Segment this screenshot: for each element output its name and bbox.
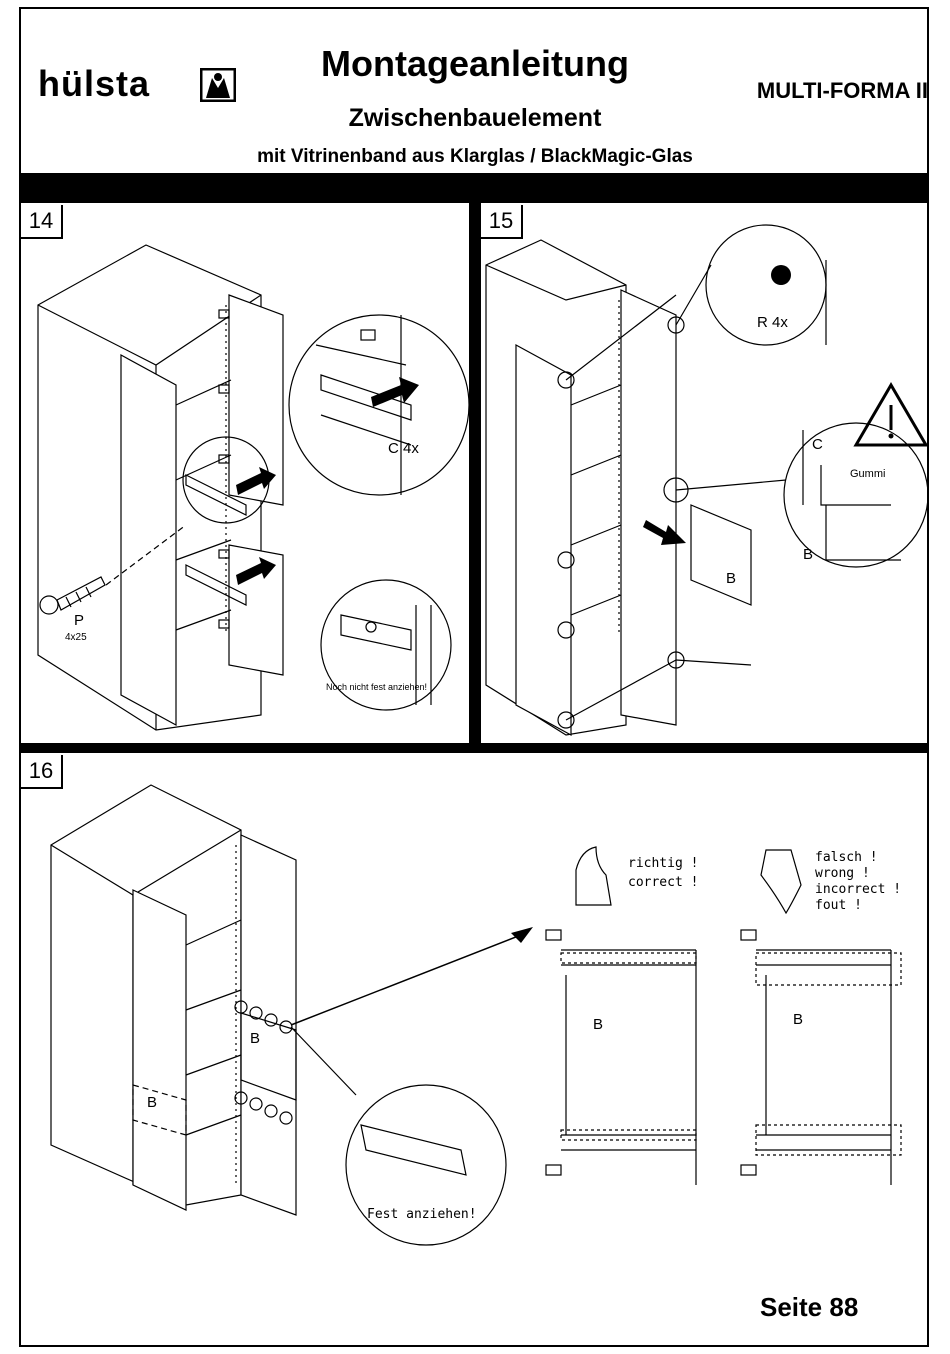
right-label-1: richtig ! xyxy=(628,856,698,871)
step-16-illustration xyxy=(21,755,929,1345)
right-label-2: correct ! xyxy=(628,875,698,890)
step-14-part-c-label: C 4x xyxy=(388,440,419,457)
page-number: Seite 88 xyxy=(760,1292,858,1323)
page-subtitle: Zwischenbauelement xyxy=(280,104,670,133)
step-16-part-b-upper: B xyxy=(250,1030,260,1047)
step-16-note: Fest anziehen! xyxy=(367,1207,477,1222)
glass-right-label: B xyxy=(593,1016,603,1033)
brand-emblem-icon xyxy=(200,68,236,102)
wrong-label-2: wrong ! xyxy=(815,866,870,881)
header-divider xyxy=(19,173,929,203)
wrong-label-3: incorrect ! xyxy=(815,882,901,897)
step-14-screw-size: 4x25 xyxy=(65,632,87,643)
wrong-label-1: falsch ! xyxy=(815,850,878,865)
step-14-note: Noch nicht fest anziehen! xyxy=(326,682,427,692)
glass-wrong-label: B xyxy=(793,1011,803,1028)
step-divider-horizontal xyxy=(19,743,929,753)
step-divider-vertical xyxy=(469,203,481,743)
step-15-part-c-label: C xyxy=(812,436,823,453)
step-14-part-p-label: P xyxy=(74,612,84,629)
step-14-illustration xyxy=(21,205,469,743)
step-15-rubber-label: Gummi xyxy=(850,468,885,480)
step-15-part-b-label: B xyxy=(726,570,736,587)
wrong-label-4: fout ! xyxy=(815,898,862,913)
page-title: Montageanleitung xyxy=(280,46,670,82)
product-name: MULTI-FORMA II xyxy=(700,78,928,104)
brand-logo: hülsta xyxy=(38,66,150,102)
page-description: mit Vitrinenband aus Klarglas / BlackMag… xyxy=(150,146,800,168)
step-15-part-b-detail-label: B xyxy=(803,546,813,563)
step-16-part-b-lower: B xyxy=(147,1094,157,1111)
step-15-part-r-label: R 4x xyxy=(757,314,788,331)
